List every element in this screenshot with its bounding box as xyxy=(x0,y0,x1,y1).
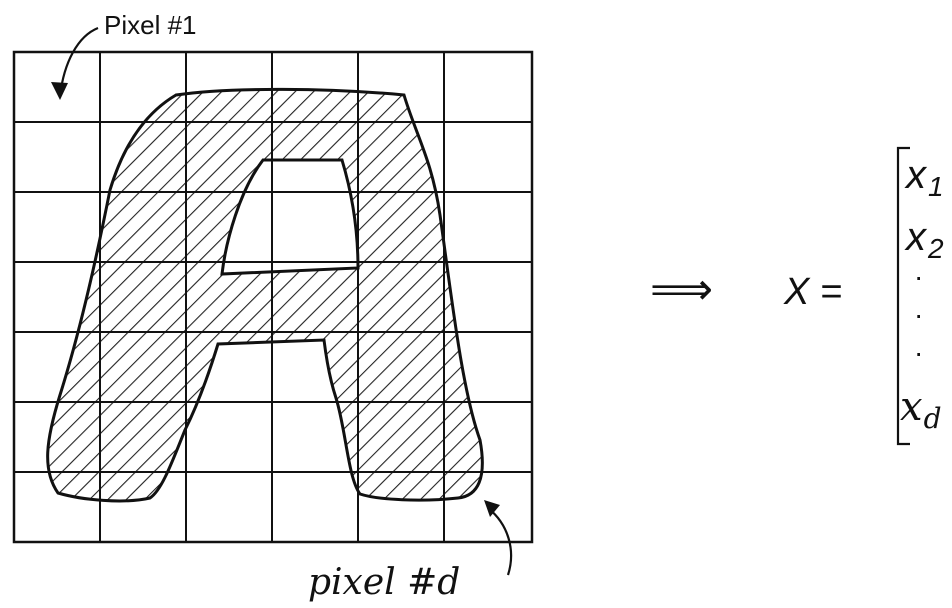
vector-entry-dot-2: · xyxy=(914,299,923,330)
vector-bracket xyxy=(896,146,910,446)
vector-entry-dot-3: · xyxy=(914,337,923,368)
pixel-last-label: pixel #d xyxy=(308,562,460,603)
pixel-last-arrowhead xyxy=(484,500,500,517)
pixel-grid xyxy=(12,50,534,544)
vector-name-label: X = xyxy=(783,271,842,313)
vector-entries: x1 x2 · · · xd xyxy=(900,153,944,435)
vector-entry-2: x2 xyxy=(904,215,944,264)
implies-arrow: ⟹ xyxy=(650,265,713,314)
pixel-first-label: Pixel #1 xyxy=(104,10,197,40)
letter-a-shape xyxy=(46,87,484,503)
vector-entry-dot-1: · xyxy=(914,261,923,292)
pixel-first-arrowhead xyxy=(51,82,68,100)
vector-entry-d: xd xyxy=(900,384,942,435)
vector-entry-1: x1 xyxy=(904,153,944,202)
